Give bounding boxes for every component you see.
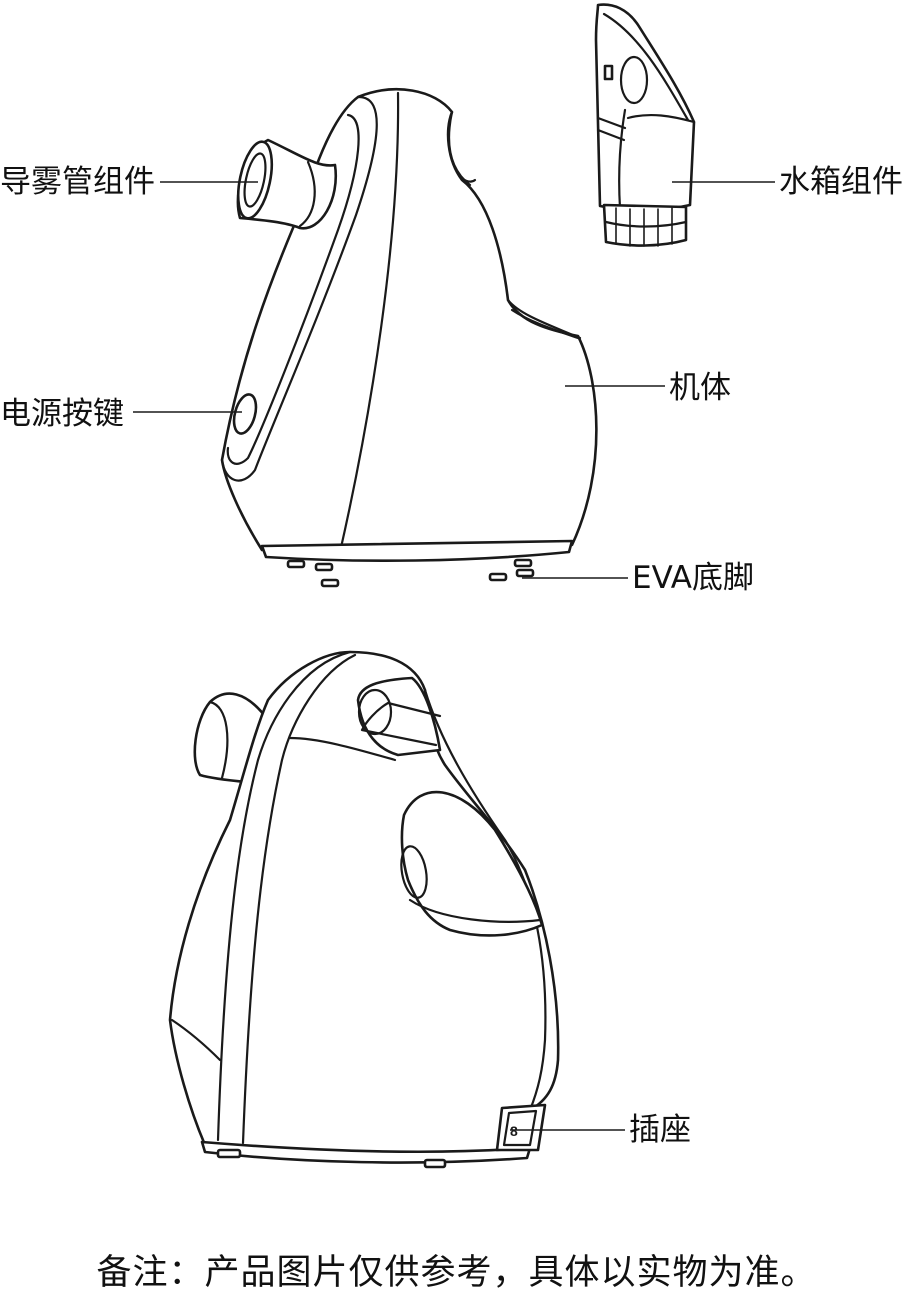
front-view [220, 88, 598, 588]
water-tank-assembly [594, 3, 696, 247]
eva-feet-front [286, 558, 535, 588]
side-cavity [400, 790, 544, 937]
label-eva-feet: EVA底脚 [632, 560, 755, 596]
label-socket: 插座 [629, 1112, 691, 1148]
rear-view: 8 [168, 650, 560, 1169]
machine-body-rear [168, 650, 560, 1157]
machine-base-rear [200, 1140, 532, 1164]
disclaimer-note: 备注：产品图片仅供参考，具体以实物为准。 [96, 1253, 817, 1293]
water-tank-body [594, 3, 696, 212]
label-body: 机体 [669, 370, 731, 406]
label-power-button: 电源按键 [0, 396, 124, 432]
svg-text:8: 8 [510, 1123, 518, 1139]
label-water-tank: 水箱组件 [779, 164, 903, 200]
machine-base-front [260, 539, 574, 563]
label-nozzle: 导雾管组件 [0, 164, 155, 200]
